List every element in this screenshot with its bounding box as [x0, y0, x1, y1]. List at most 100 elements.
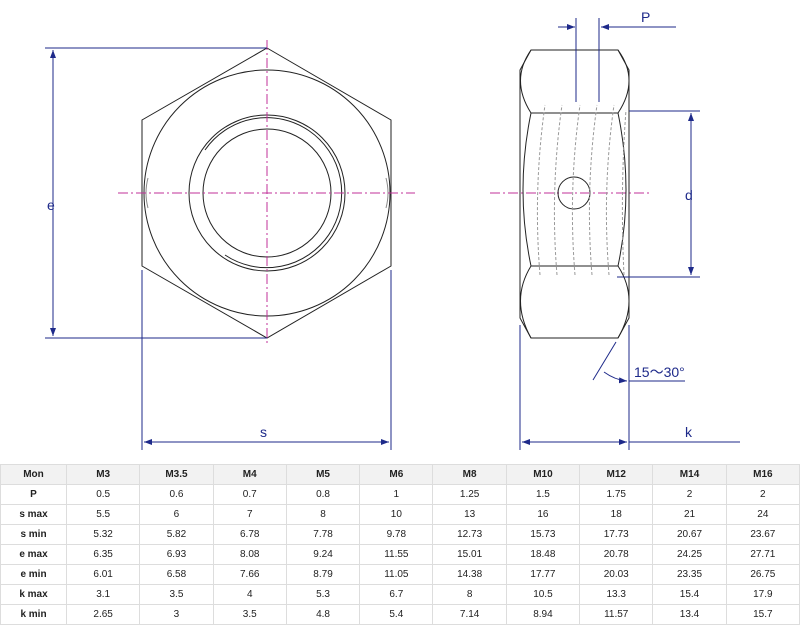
table-cell: 7.14: [432, 604, 507, 625]
table-cell: 11.05: [359, 564, 434, 585]
thread-spiral: [204, 117, 343, 269]
table-cell: 4: [212, 584, 287, 605]
table-cell: 6.35: [65, 544, 141, 565]
column-header: M3: [65, 464, 141, 485]
table-cell: 7.78: [285, 524, 361, 545]
table-cell: 0.6: [139, 484, 214, 505]
row-header: e max: [0, 544, 67, 565]
row-header: s max: [0, 504, 67, 525]
column-header: M16: [725, 464, 800, 485]
table-cell: 0.5: [65, 484, 141, 505]
row-header: s min: [0, 524, 67, 545]
table-cell: 1.5: [505, 484, 581, 505]
table-cell: 24: [725, 504, 800, 525]
table-cell: 3.1: [65, 584, 141, 605]
table-cell: 8: [285, 504, 361, 525]
table-cell: 8.79: [285, 564, 361, 585]
table-cell: 15.4: [652, 584, 727, 605]
table-cell: 27.71: [725, 544, 800, 565]
side-view: [519, 49, 630, 339]
table-cell: 13.3: [579, 584, 654, 605]
row-header: k min: [0, 604, 67, 625]
front-dimensions: [45, 47, 392, 450]
table-cell: 5.82: [139, 524, 214, 545]
table-cell: 6: [139, 504, 214, 525]
dimension-p-label: P: [641, 9, 650, 25]
table-cell: 17.9: [725, 584, 800, 605]
table-cell: 14.38: [432, 564, 507, 585]
table-cell: 8.94: [505, 604, 581, 625]
column-header: M12: [579, 464, 654, 485]
table-cell: 0.8: [285, 484, 361, 505]
row-header: P: [0, 484, 67, 505]
table-cell: 13.4: [652, 604, 727, 625]
table-cell: 20.78: [579, 544, 654, 565]
table-cell: 23.35: [652, 564, 727, 585]
centerlines: [118, 40, 652, 345]
table-cell: 13: [432, 504, 507, 525]
hex-nut-drawing: e s P d k 15～30°: [45, 9, 740, 450]
table-cell: 1: [359, 484, 434, 505]
table-cell: 4.8: [285, 604, 361, 625]
column-header: M3.5: [139, 464, 214, 485]
table-cell: 5.4: [359, 604, 434, 625]
table-cell: 2: [652, 484, 727, 505]
table-cell: 20.67: [652, 524, 727, 545]
table-cell: 7: [212, 504, 287, 525]
table-cell: 1.25: [432, 484, 507, 505]
table-cell: 5.5: [65, 504, 141, 525]
table-cell: 16: [505, 504, 581, 525]
table-cell: 5.3: [285, 584, 361, 605]
table-cell: 11.55: [359, 544, 434, 565]
column-header: M6: [359, 464, 434, 485]
table-cell: 8.08: [212, 544, 287, 565]
table-cell: 23.67: [725, 524, 800, 545]
dimension-k-label: k: [685, 424, 693, 440]
table-cell: 15.7: [725, 604, 800, 625]
table-cell: 6.78: [212, 524, 287, 545]
column-header: Mon: [0, 464, 67, 485]
table-cell: 3: [139, 604, 214, 625]
column-header: M5: [285, 464, 361, 485]
table-cell: 18: [579, 504, 654, 525]
thread-hidden-lines: [536, 104, 627, 276]
table-cell: 5.32: [65, 524, 141, 545]
table-cell: 3.5: [139, 584, 214, 605]
dimension-e-label: e: [47, 197, 55, 213]
table-cell: 20.03: [579, 564, 654, 585]
dimension-d-label: d: [685, 187, 693, 203]
table-cell: 18.48: [505, 544, 581, 565]
table-cell: 10: [359, 504, 434, 525]
table-cell: 15.73: [505, 524, 581, 545]
column-header: M10: [505, 464, 581, 485]
table-cell: 2.65: [65, 604, 141, 625]
column-header: M14: [652, 464, 727, 485]
dimension-s-label: s: [260, 424, 267, 440]
chamfer-angle-label: 15～30°: [634, 364, 685, 380]
table-cell: 9.24: [285, 544, 361, 565]
table-cell: 17.73: [579, 524, 654, 545]
table-cell: 26.75: [725, 564, 800, 585]
table-cell: 24.25: [652, 544, 727, 565]
table-cell: 10.5: [505, 584, 581, 605]
table-cell: 12.73: [432, 524, 507, 545]
table-cell: 1.75: [579, 484, 654, 505]
row-header: e min: [0, 564, 67, 585]
table-cell: 9.78: [359, 524, 434, 545]
column-header: M8: [432, 464, 507, 485]
side-dimensions: [519, 18, 740, 450]
column-header: M4: [212, 464, 287, 485]
table-cell: 6.01: [65, 564, 141, 585]
row-header: k max: [0, 584, 67, 605]
table-cell: 17.77: [505, 564, 581, 585]
table-cell: 3.5: [212, 604, 287, 625]
table-cell: 6.93: [139, 544, 214, 565]
